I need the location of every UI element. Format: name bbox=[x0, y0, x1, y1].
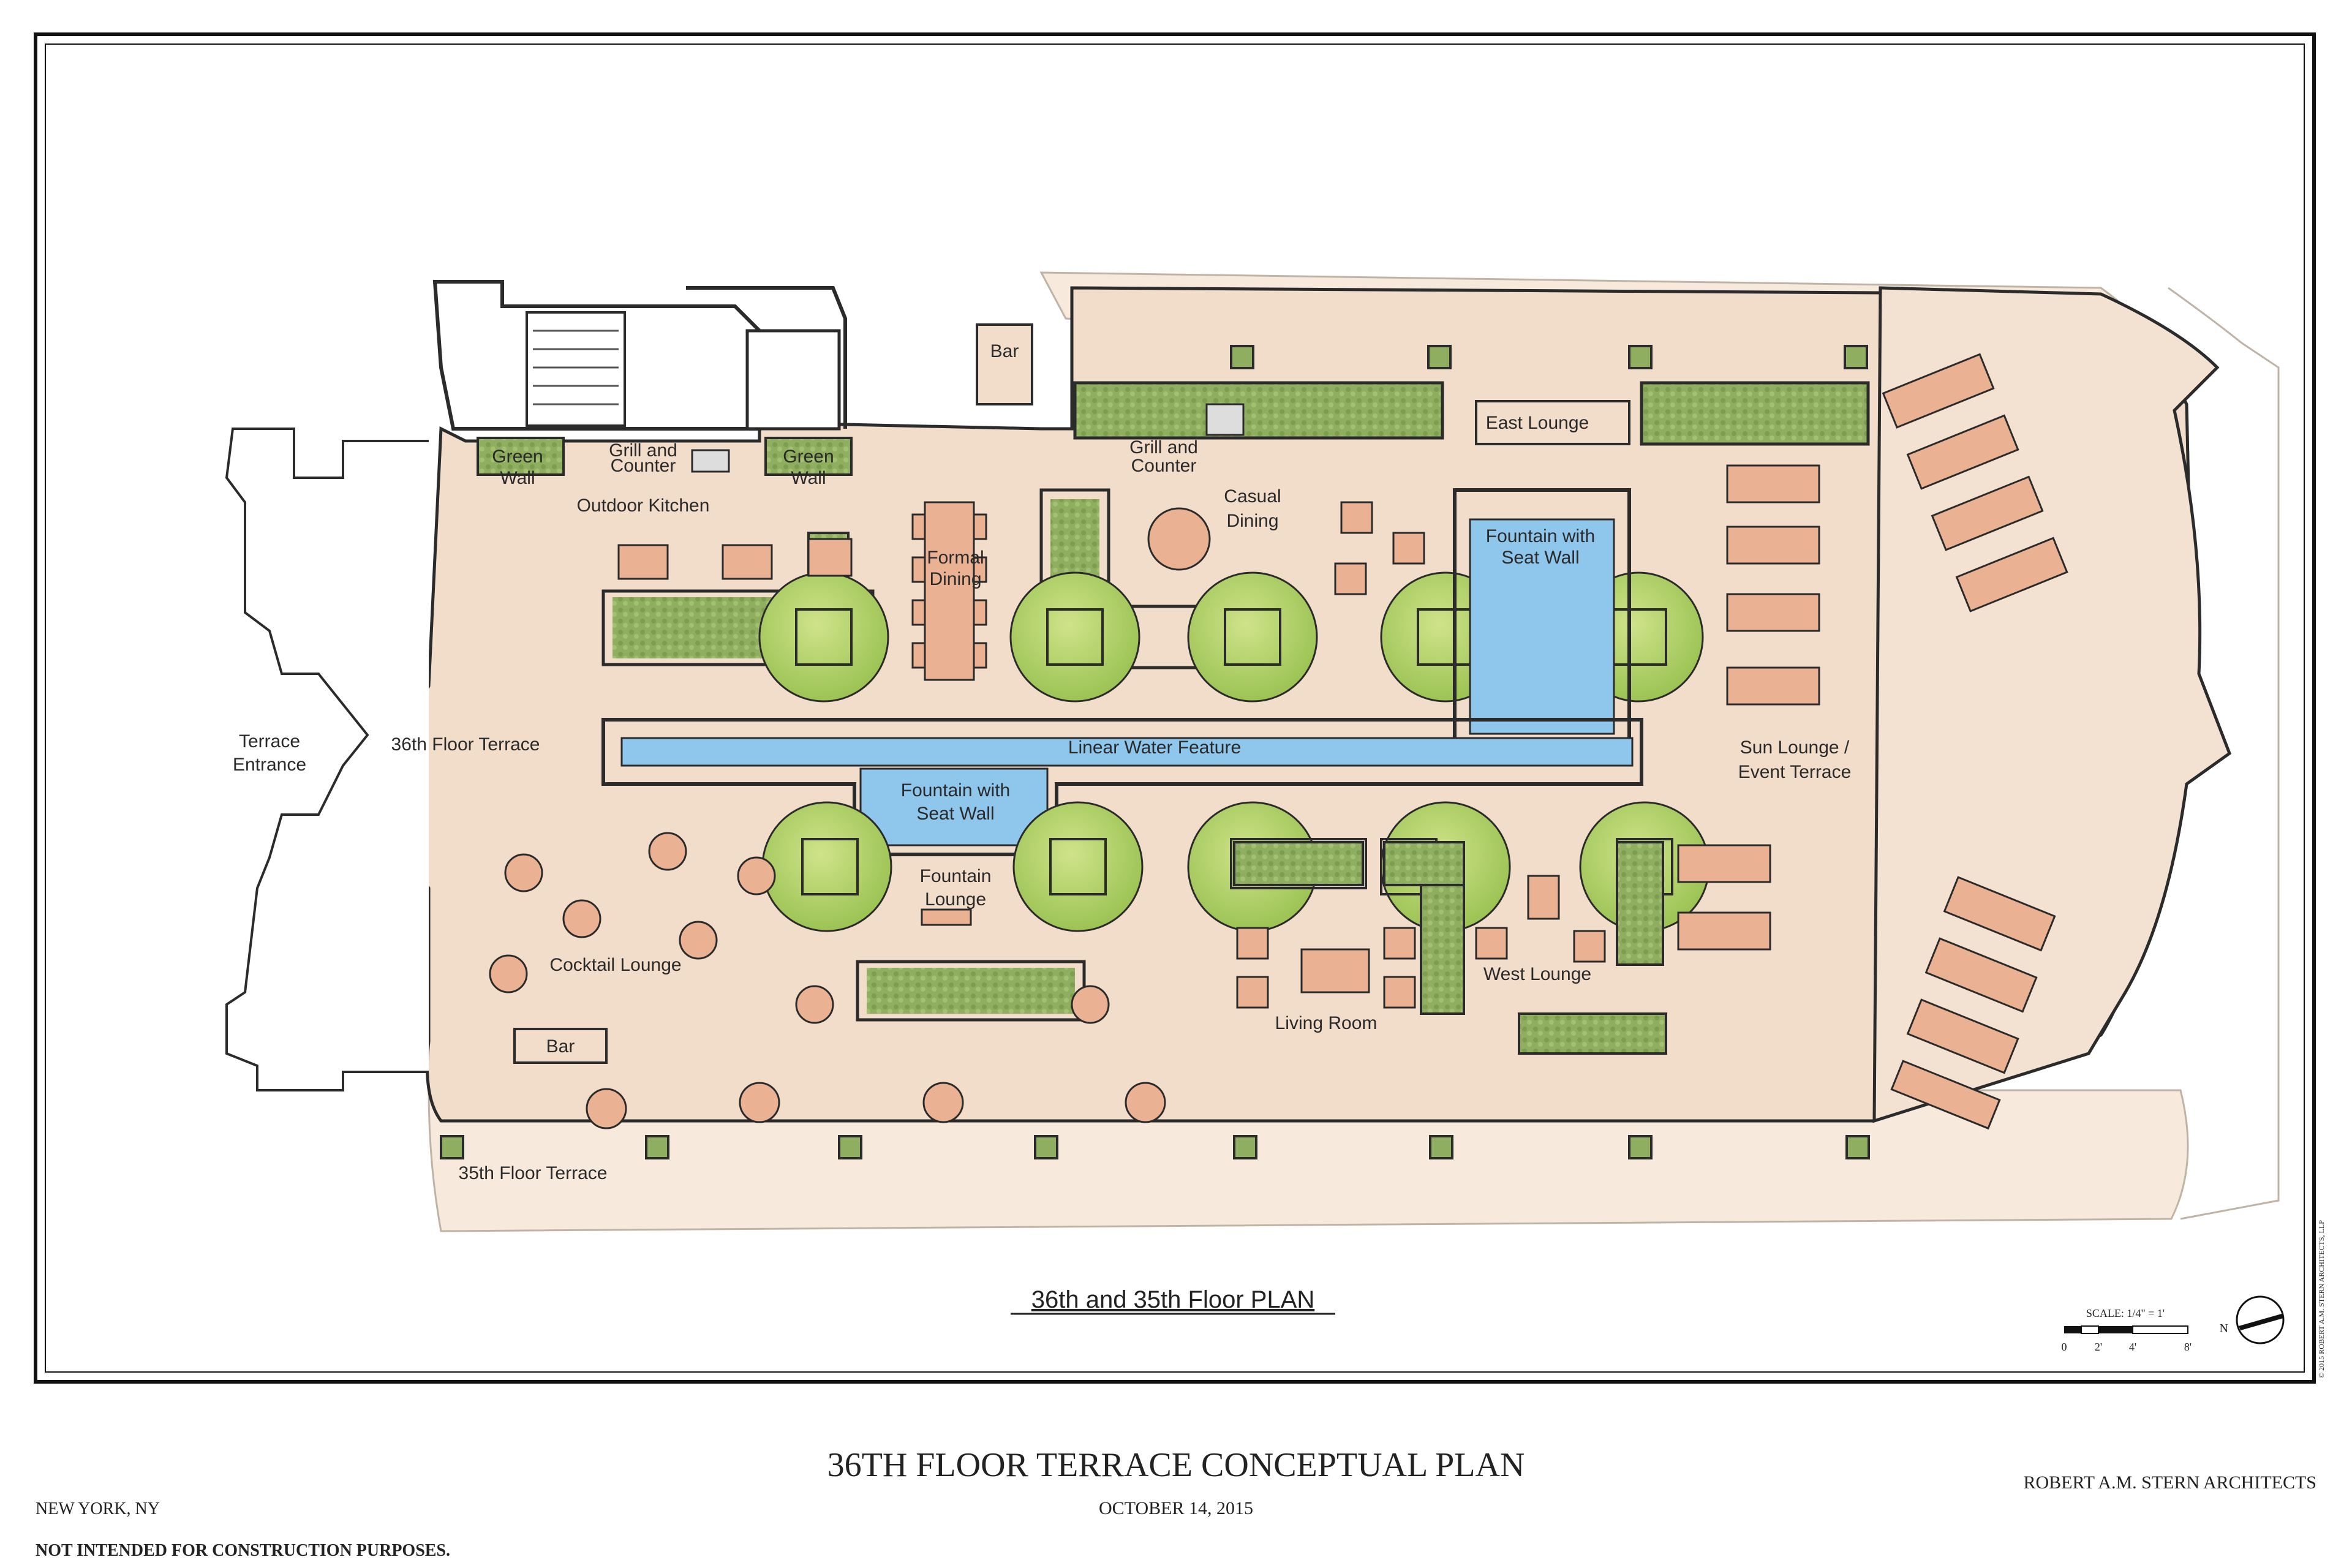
scale-tick-3: 8' bbox=[2184, 1341, 2192, 1353]
sheet-inner-border bbox=[45, 43, 2305, 1373]
fountain-bottom-water bbox=[859, 767, 1049, 846]
label-grill-right-2: Counter bbox=[1131, 456, 1197, 476]
stair bbox=[526, 311, 626, 427]
label-terrace-36: 36th Floor Terrace bbox=[391, 734, 540, 755]
sheet-title: 36TH FLOOR TERRACE CONCEPTUAL PLAN bbox=[827, 1446, 1525, 1484]
label-cocktail-lounge: Cocktail Lounge bbox=[549, 955, 681, 975]
label-grill-left-2: Counter bbox=[611, 456, 676, 476]
terrace-35-area bbox=[428, 1089, 2189, 1232]
label-green-wall-left-2: Wall bbox=[500, 468, 535, 488]
plan-title: 36th and 35th Floor PLAN bbox=[1031, 1286, 1315, 1313]
scale-tick-0: 0 bbox=[2062, 1341, 2067, 1353]
label-fountain-bottom-1: Fountain with bbox=[901, 780, 1010, 801]
sun-lounge-chaises bbox=[1677, 353, 2068, 1130]
label-grill-right-1: Grill and bbox=[1129, 437, 1198, 458]
linear-water-feature bbox=[620, 737, 1634, 767]
north-label: N bbox=[2220, 1322, 2228, 1335]
label-living-room: Living Room bbox=[1275, 1013, 1378, 1033]
sheet-location: NEW YORK, NY bbox=[36, 1499, 160, 1518]
outer-edge-right bbox=[2168, 287, 2280, 1220]
north-hedges bbox=[477, 381, 1870, 476]
label-green-wall-right-1: Green bbox=[783, 447, 834, 467]
label-grill-left-1: Grill and bbox=[609, 440, 677, 461]
label-fountain-lounge-2: Lounge bbox=[925, 889, 986, 910]
living-room-furniture bbox=[1236, 875, 1606, 1009]
label-green-wall-right-2: Wall bbox=[791, 468, 826, 488]
fountain-top-water bbox=[1469, 518, 1615, 735]
east-lounge-box bbox=[1475, 400, 1630, 445]
bar-bottom bbox=[513, 1028, 608, 1064]
label-casual-dining-1: Casual bbox=[1224, 486, 1281, 507]
label-sun-lounge-1: Sun Lounge / bbox=[1740, 737, 1850, 758]
cocktail-lounge-seating bbox=[489, 832, 1166, 1129]
label-linear-water-feature: Linear Water Feature bbox=[1068, 737, 1241, 758]
casual-dining-chairs bbox=[1334, 501, 1425, 595]
label-terrace-entrance-1: Terrace bbox=[239, 731, 300, 752]
casual-dining-table bbox=[1147, 507, 1211, 571]
outdoor-kitchen-tables bbox=[617, 538, 853, 580]
scale-bar: SCALE: 1/4" = 1' 0 2' 4' 8' bbox=[2062, 1307, 2192, 1353]
elevator bbox=[745, 329, 841, 431]
formal-dining-table bbox=[911, 501, 987, 681]
label-bar-bottom: Bar bbox=[546, 1036, 575, 1057]
bar-top bbox=[976, 323, 1033, 405]
firm-name: ROBERT A.M. STERN ARCHITECTS bbox=[2023, 1472, 2316, 1493]
core-wall-right bbox=[686, 286, 847, 429]
north-arrow-icon: N bbox=[2220, 1295, 2285, 1344]
bottom-planters bbox=[440, 1135, 1870, 1159]
top-planters bbox=[1230, 345, 1868, 369]
plan-labels: Bar Green Wall Grill and Counter Green W… bbox=[233, 341, 1851, 1183]
label-green-wall-left-1: Green bbox=[492, 447, 543, 467]
label-formal-dining-1: Formal bbox=[927, 548, 984, 568]
lower-hedges bbox=[856, 841, 1667, 1055]
label-west-lounge: West Lounge bbox=[1483, 964, 1591, 984]
scale-label: SCALE: 1/4" = 1' bbox=[2086, 1307, 2165, 1319]
label-east-lounge: East Lounge bbox=[1486, 413, 1589, 433]
west-facade bbox=[225, 428, 429, 1091]
label-bar-top: Bar bbox=[990, 341, 1019, 361]
sheet-disclaimer: NOT INTENDED FOR CONSTRUCTION PURPOSES. bbox=[36, 1541, 450, 1560]
label-outdoor-kitchen: Outdoor Kitchen bbox=[577, 496, 710, 516]
copyright: © 2015 ROBERT A.M. STERN ARCHITECTS, LLP bbox=[2317, 1220, 2326, 1378]
label-terrace-35: 35th Floor Terrace bbox=[459, 1163, 608, 1183]
label-fountain-bottom-2: Seat Wall bbox=[916, 804, 994, 824]
label-fountain-top-2: Seat Wall bbox=[1501, 548, 1579, 568]
sheet-date: OCTOBER 14, 2015 bbox=[1099, 1498, 1253, 1518]
label-casual-dining-2: Dining bbox=[1226, 511, 1278, 531]
scale-tick-2: 4' bbox=[2129, 1341, 2136, 1353]
fountain-lounge-bench bbox=[921, 908, 972, 926]
label-fountain-top-1: Fountain with bbox=[1486, 526, 1595, 546]
label-fountain-lounge-1: Fountain bbox=[920, 866, 992, 886]
label-sun-lounge-2: Event Terrace bbox=[1738, 762, 1852, 782]
label-formal-dining-2: Dining bbox=[929, 569, 981, 589]
label-terrace-entrance-2: Entrance bbox=[233, 755, 306, 775]
stair-treads bbox=[533, 330, 619, 405]
scale-tick-1: 2' bbox=[2095, 1341, 2102, 1353]
